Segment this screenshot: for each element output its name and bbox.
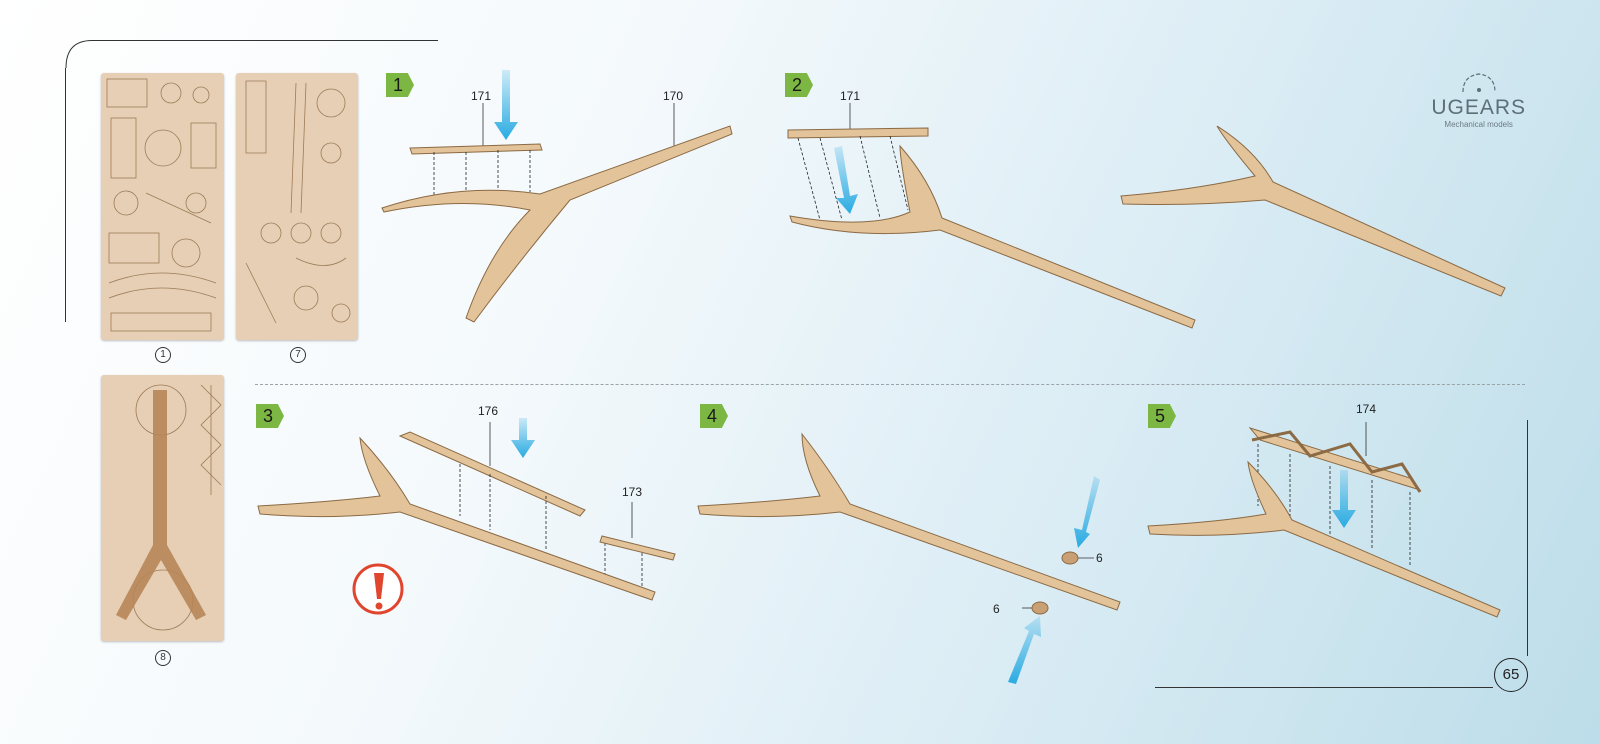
step-badge-5: 5 [1148,404,1176,428]
step-2-illustration [787,103,1196,329]
step-badge-1: 1 [386,73,414,97]
arrow-down-icon [1074,476,1100,548]
plywood-sheet-1 [101,73,224,340]
part-label-174: 174 [1356,402,1377,416]
part-label-6-bottom: 6 [993,602,1000,616]
sheet-number-1: 1 [155,347,171,363]
plywood-sheet-8 [101,375,224,641]
frame-bottom-line [1155,687,1493,688]
arrow-down-icon [1332,470,1356,528]
step-2-result-illustration [1120,125,1506,297]
part-label-6-top: 6 [1096,551,1103,565]
step-5-illustration [1147,422,1501,618]
arrow-down-icon [511,418,535,458]
step-badge-2: 2 [785,73,813,97]
step-4-illustration [697,432,1121,684]
part-label-171-step2: 171 [840,89,861,103]
frame-top-line [92,40,438,41]
logo-tagline: Mechanical models [1444,120,1513,129]
step-3-illustration [257,418,676,601]
logo-gear-icon [1462,73,1496,93]
part-label-173: 173 [622,485,643,499]
arrow-down-icon [834,146,858,214]
arrow-down-icon [494,70,518,140]
logo-name: UGEARS [1431,96,1526,119]
frame-left-line [65,68,66,322]
page-number: 65 [1494,658,1528,692]
step-1-illustration [381,70,733,323]
sheet-number-7: 7 [290,347,306,363]
part-label-171: 171 [471,89,492,103]
frame-corner [65,40,93,69]
step-badge-4: 4 [700,404,728,428]
frame-right-line [1527,420,1528,656]
sheet-number-8: 8 [155,650,171,666]
ugears-logo: UGEARS Mechanical models [1431,70,1526,129]
plywood-sheet-7 [236,73,358,340]
warning-icon [352,563,404,615]
step-badge-3: 3 [256,404,284,428]
step-divider [255,384,1525,385]
part-label-176: 176 [478,404,499,418]
part-label-170: 170 [663,89,684,103]
arrow-up-icon [1008,616,1041,684]
